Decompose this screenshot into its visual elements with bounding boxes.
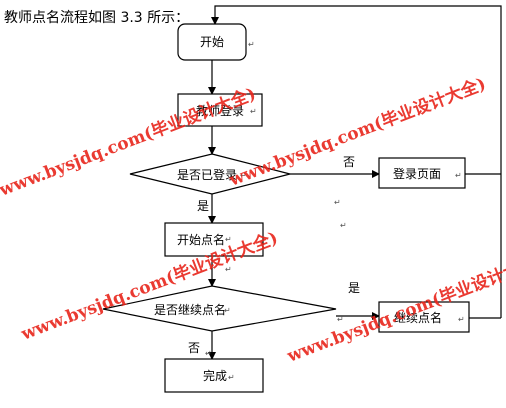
login-box [177, 93, 263, 127]
paragraph-mark: ↵ [458, 315, 465, 324]
continue-check-diamond [102, 285, 337, 332]
check-login-label: 是否已登录 [177, 167, 237, 182]
finish-label: 完成 [203, 368, 227, 383]
edge-label-no-login: 否 [343, 155, 355, 169]
start-terminator [177, 23, 247, 61]
paragraph-mark: ↵ [205, 349, 212, 358]
edge-label-yes-continue: 是 [348, 281, 360, 295]
paragraph-mark: ↵ [224, 306, 231, 315]
login-page-box [378, 157, 466, 189]
edge-label-no-continue: 否 [188, 341, 200, 355]
edge-label-yes-login: 是 [197, 199, 209, 213]
continue-check-label: 是否继续点名 [154, 302, 226, 317]
node-continue-rollcall: 继续点名 [378, 301, 470, 333]
node-login: 教师登录 [177, 93, 263, 127]
node-begin-rollcall: 开始点名 [164, 222, 264, 257]
begin-rollcall-label: 开始点名 [177, 232, 225, 247]
paragraph-mark: ↵ [337, 315, 344, 324]
paragraph-mark: ↵ [225, 265, 232, 274]
paragraph-mark: ↵ [455, 171, 462, 180]
start-label: 开始 [200, 35, 224, 49]
paragraph-mark: ↵ [248, 40, 255, 49]
paragraph-mark: ↵ [225, 235, 232, 244]
login-page-label: 登录页面 [393, 166, 441, 181]
watermark-text: www.bysjdq.com(毕业设计大全) [17, 227, 280, 345]
loop-back-arrow [211, 5, 502, 318]
paragraph-mark: ↵ [250, 107, 257, 116]
node-finish: 完成 [164, 358, 264, 393]
continue-rollcall-box [378, 301, 470, 333]
paragraph-mark: ↵ [228, 373, 235, 382]
paragraph-mark: ↵ [240, 171, 247, 180]
paragraph-mark: ↵ [340, 221, 347, 230]
continue-rollcall-label: 继续点名 [394, 310, 442, 325]
begin-rollcall-box [164, 222, 264, 257]
paragraph-marks: ↵ ↵ ↵ ↵ ↵ ↵ ↵ ↵ ↵ ↵ ↵ ↵ ↵ [205, 40, 465, 382]
node-start: 开始 [177, 23, 247, 61]
connectors [208, 5, 502, 360]
finish-box [164, 358, 264, 393]
node-login-page: 登录页面 [378, 157, 466, 189]
paragraph-mark: ↵ [334, 198, 341, 207]
intro-text: 教师点名流程如图 3.3 所示： [4, 10, 189, 26]
check-login-diamond [129, 153, 291, 195]
node-check-login: 是否已登录 [129, 153, 291, 195]
node-continue-check: 是否继续点名 [102, 285, 337, 332]
login-label: 教师登录 [196, 103, 244, 118]
